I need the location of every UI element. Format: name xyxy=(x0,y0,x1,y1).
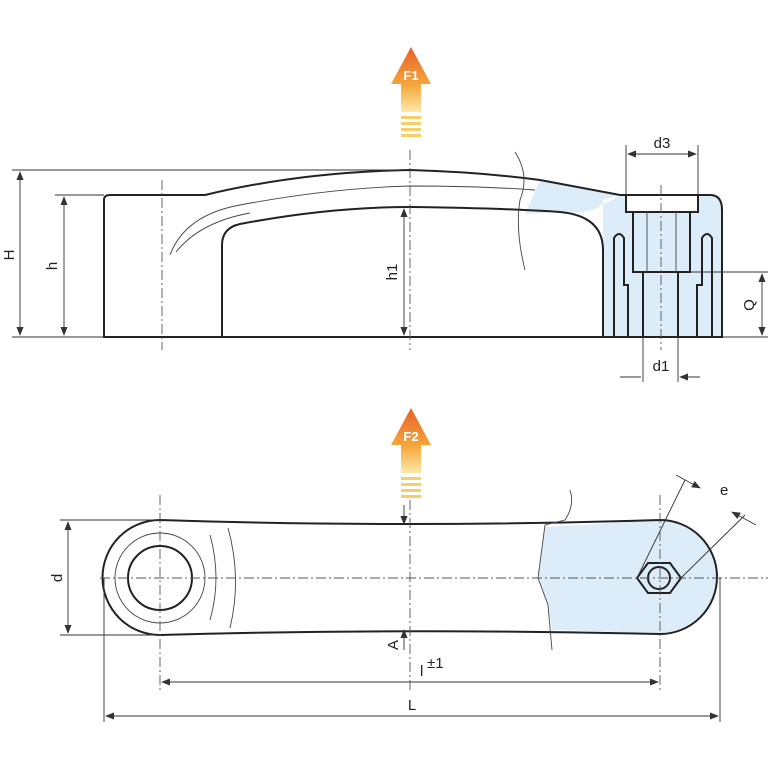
side-view: H h h1 d3 Q d1 xyxy=(1,135,768,382)
force-arrow-f1-icon: F1 xyxy=(391,47,431,137)
dim-l-tolerance: ±1 xyxy=(427,655,444,672)
dim-Q: Q xyxy=(741,299,758,311)
dim-d3: d3 xyxy=(654,135,671,152)
dim-e: e xyxy=(720,482,728,499)
dim-L: L xyxy=(408,697,416,714)
dim-l: l xyxy=(420,663,423,680)
top-view: e d A l ±1 L xyxy=(49,474,768,722)
force-label-f1: F1 xyxy=(403,68,418,83)
dim-h1: h1 xyxy=(384,264,401,281)
force-label-f2: F2 xyxy=(403,429,418,444)
dim-H: H xyxy=(1,250,18,261)
dim-h: h xyxy=(44,262,61,270)
dim-d: d xyxy=(49,574,66,582)
dim-d1: d1 xyxy=(653,358,670,375)
force-arrow-f2-icon: F2 xyxy=(391,408,431,498)
dim-A: A xyxy=(385,640,402,650)
